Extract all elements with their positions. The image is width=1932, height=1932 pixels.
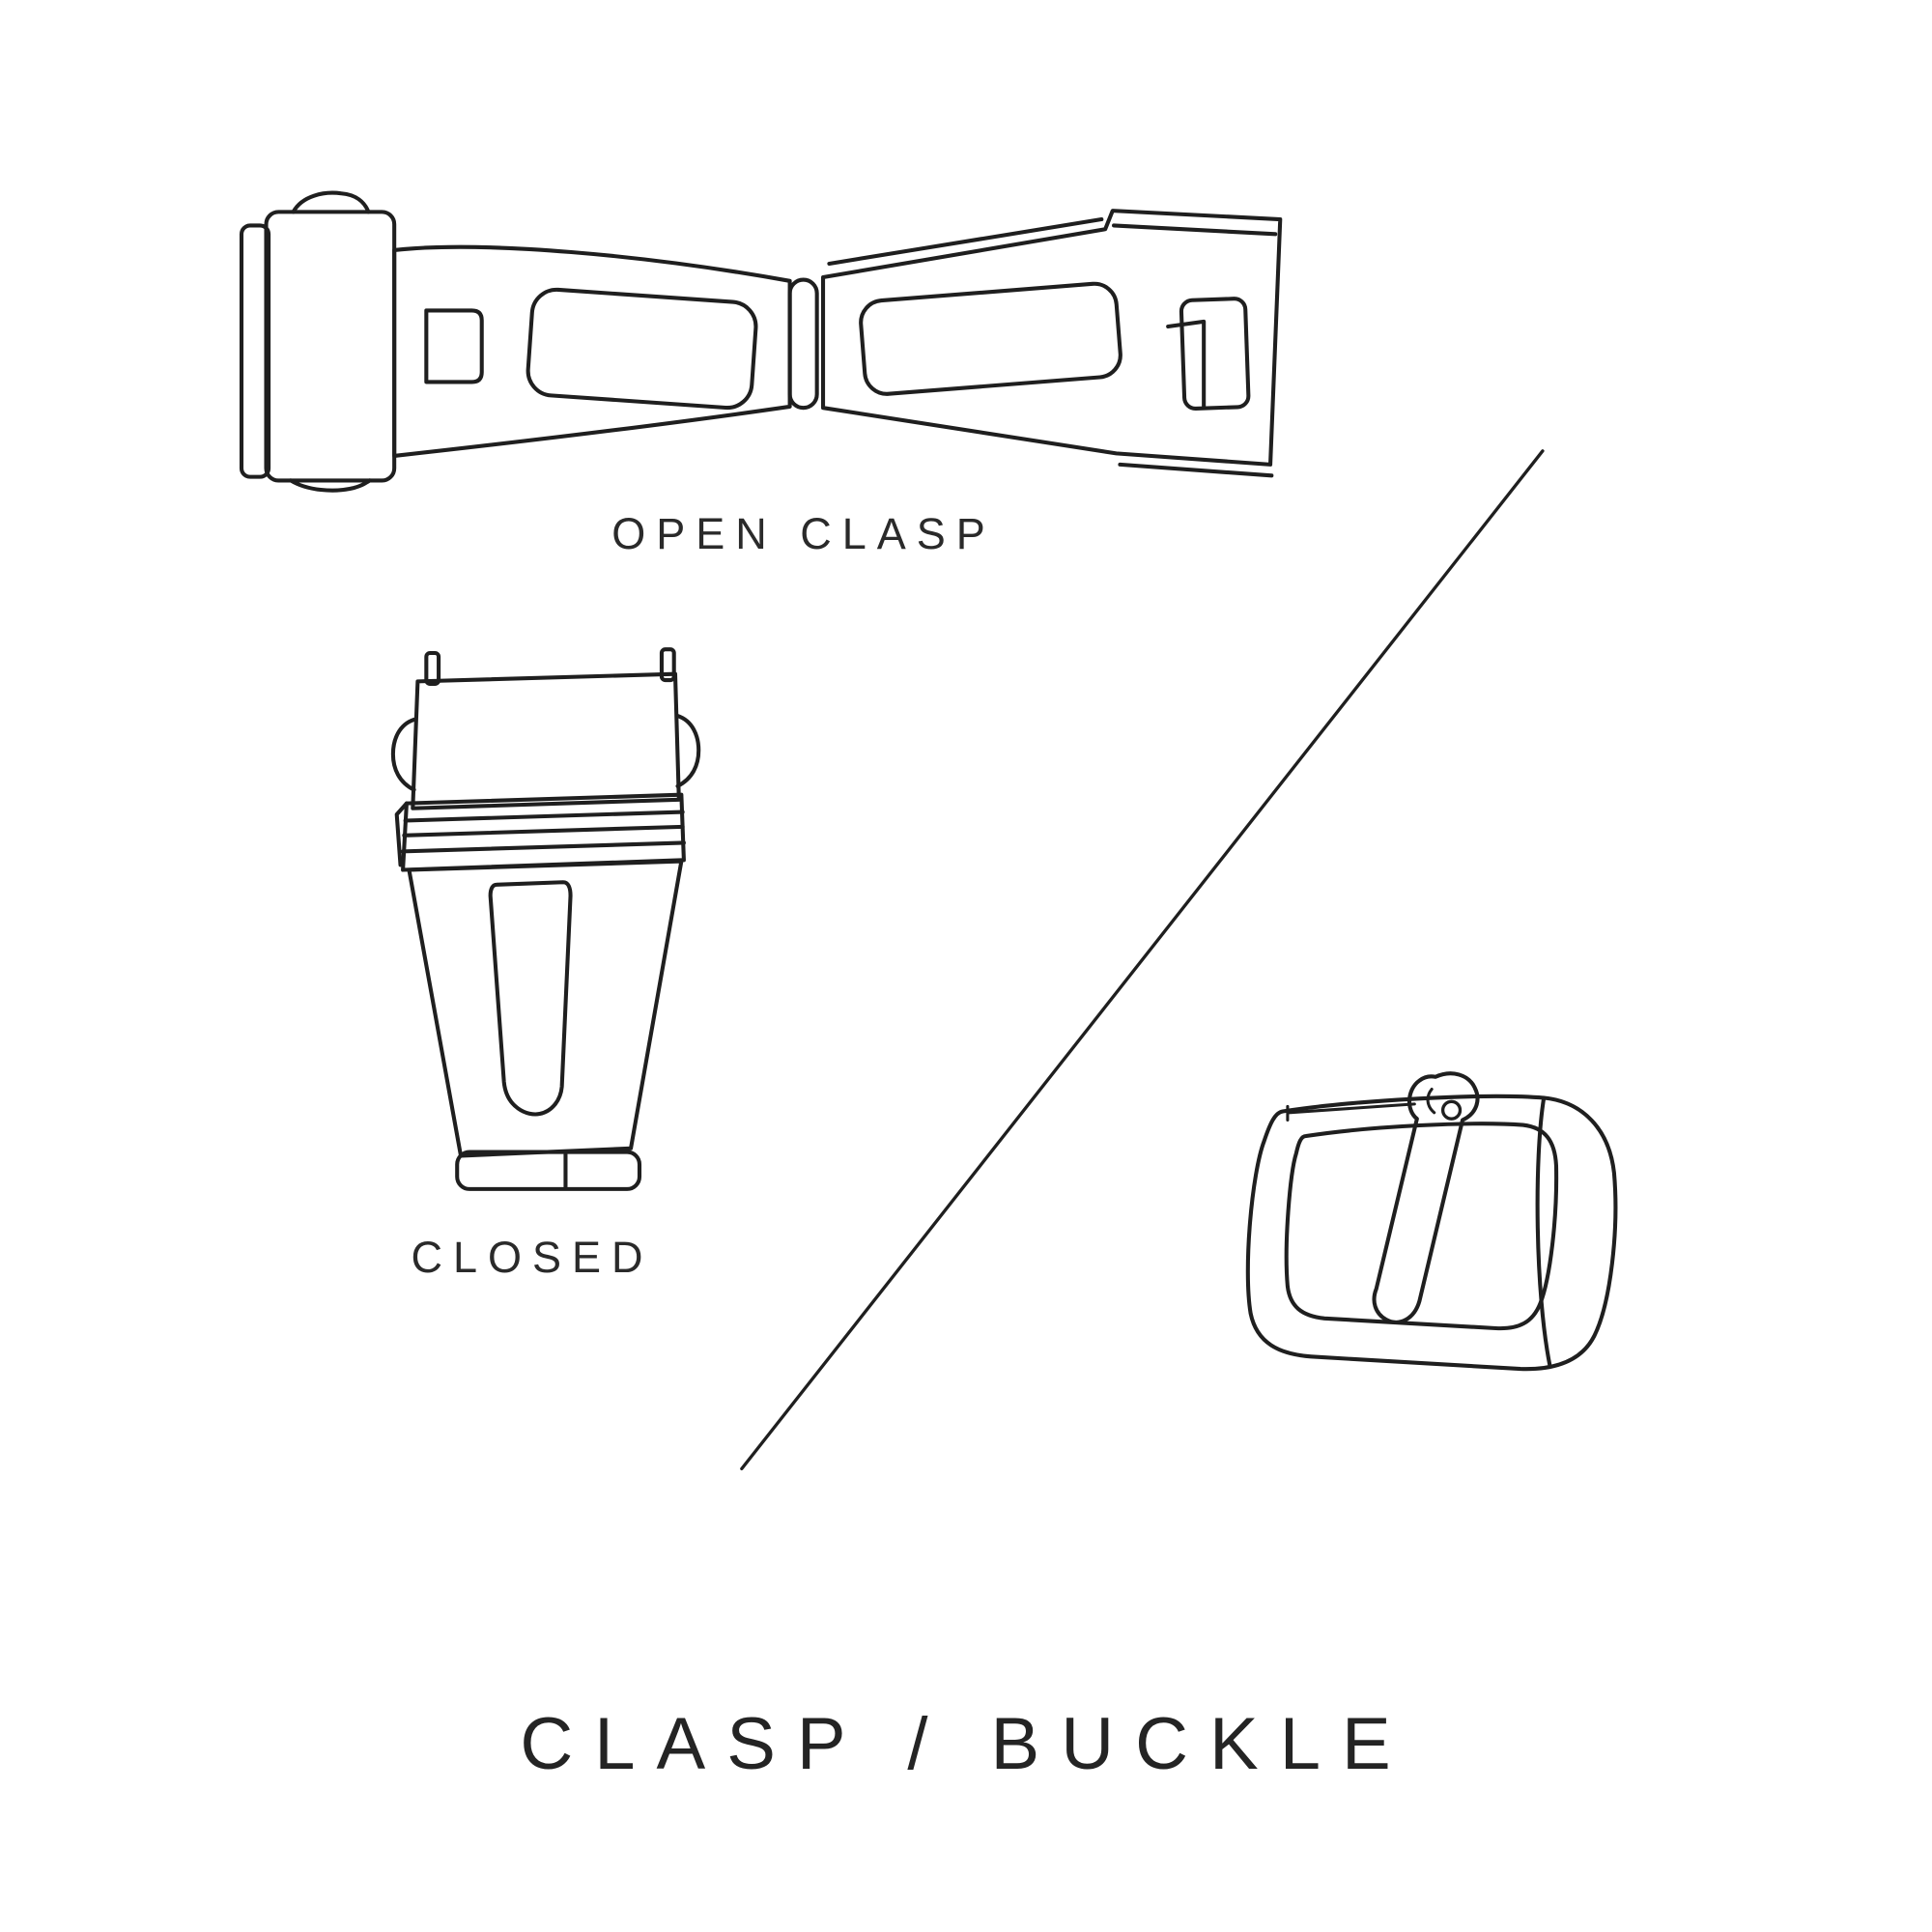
diagonal-divider-line (740, 449, 1545, 1471)
page-title: CLASP / BUCKLE (520, 1703, 1412, 1785)
closed-clasp-drawing (390, 647, 701, 1191)
closed-clasp-label: CLOSED (411, 1233, 654, 1282)
open-clasp-drawing (239, 190, 1283, 493)
tang-buckle-drawing (1245, 1071, 1618, 1372)
open-clasp-label: OPEN CLASP (611, 509, 996, 558)
